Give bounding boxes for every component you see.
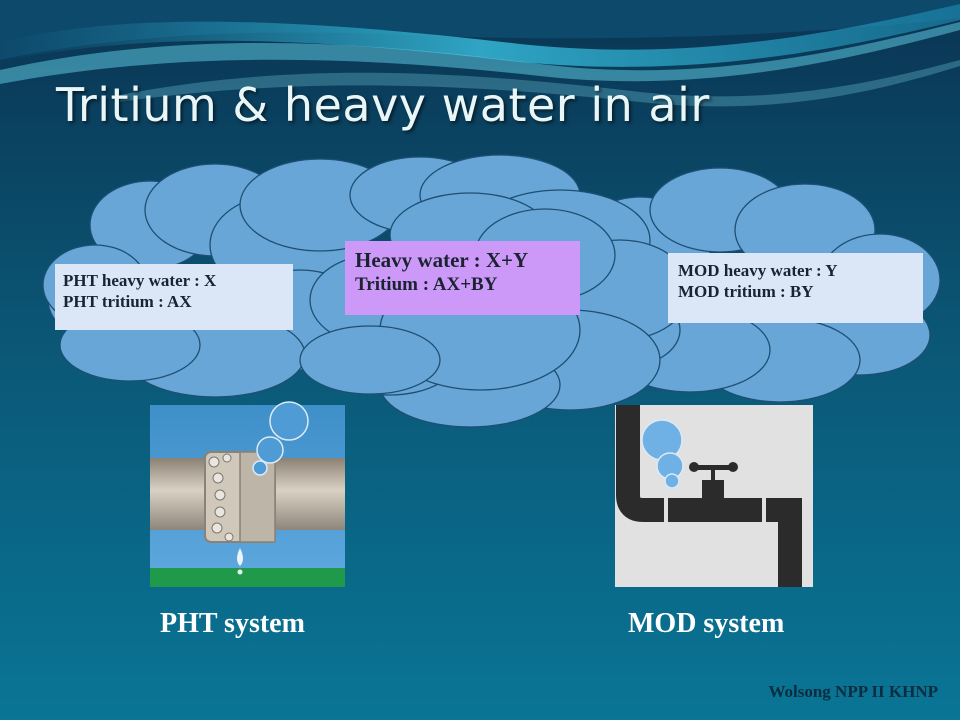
mod-tritium-label: MOD tritium : BY bbox=[678, 282, 814, 302]
combined-tritium-label: Tritium : AX+BY bbox=[355, 274, 498, 296]
mod-system-caption: MOD system bbox=[628, 608, 785, 639]
header-waves bbox=[0, 0, 960, 107]
mod-values-box: MOD heavy water : Y MOD tritium : BY bbox=[668, 253, 923, 323]
pht-values-box: PHT heavy water : X PHT tritium : AX bbox=[55, 264, 293, 330]
mod-heavy-water-label: MOD heavy water : Y bbox=[678, 261, 838, 280]
pht-system-caption: PHT system bbox=[160, 608, 305, 639]
page-title: Tritium & heavy water in air bbox=[56, 78, 710, 132]
footer-organization: Wolsong NPP II KHNP bbox=[768, 682, 938, 701]
vapor-bubbles bbox=[252, 401, 684, 489]
cloud-puff bbox=[299, 325, 441, 395]
pht-heavy-water-label: PHT heavy water : X bbox=[63, 271, 217, 290]
combined-values-box: Heavy water : X+Y Tritium : AX+BY bbox=[345, 241, 580, 315]
pht-pipe-leak-image bbox=[150, 405, 345, 587]
pht-tritium-label: PHT tritium : AX bbox=[63, 292, 192, 312]
combined-heavy-water-label: Heavy water : X+Y bbox=[355, 248, 529, 272]
